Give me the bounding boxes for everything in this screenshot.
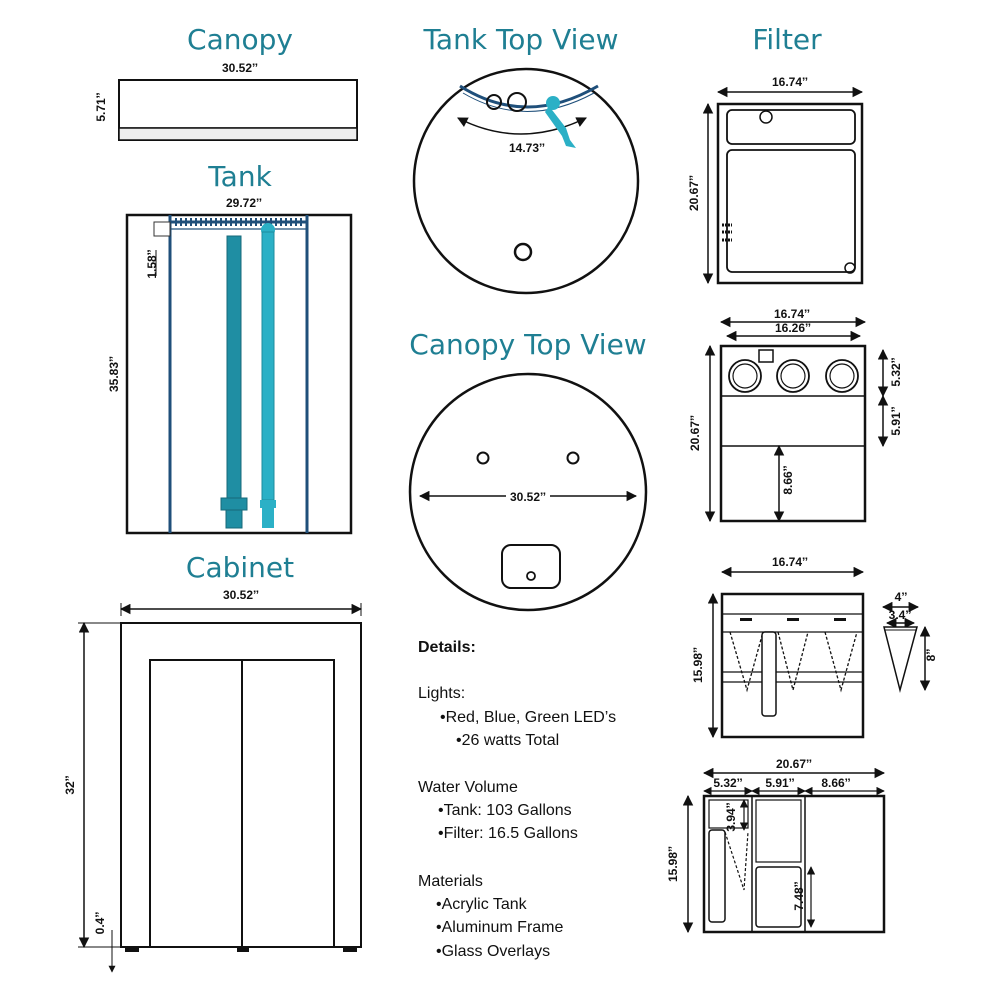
filter-view-4 xyxy=(702,794,886,934)
filter2-height-label: 20.67ˮ xyxy=(688,415,702,451)
materials-item-1: •Acrylic Tank xyxy=(436,896,528,913)
filter4-height-label: 15.98ˮ xyxy=(666,846,680,882)
cabinet-width-label: 30.52ˮ xyxy=(223,588,259,602)
filter4-inner-label: 3.94ˮ xyxy=(724,802,738,831)
canopy-drawing xyxy=(118,79,358,141)
filter4-right-label: 7.48ˮ xyxy=(792,881,806,910)
cabinet-heading: Cabinet xyxy=(186,551,294,584)
water-label: Water Volume xyxy=(418,779,518,796)
cabinet-foot-label: 0.4ˮ xyxy=(93,912,107,935)
tank-height-label: 35.83ˮ xyxy=(107,356,121,392)
filter-heading: Filter xyxy=(752,23,822,56)
cabinet-height-label: 32ˮ xyxy=(63,775,77,794)
cone-detail xyxy=(881,601,931,693)
filter1-width-label: 16.74ˮ xyxy=(772,75,808,89)
filter2-inner-width-label: 16.26ˮ xyxy=(775,321,811,335)
tank-top-view-drawing xyxy=(412,67,640,295)
cabinet-drawing xyxy=(120,622,362,952)
materials-label: Materials xyxy=(418,873,483,890)
water-item-2: •Filter: 16.5 Gallons xyxy=(438,825,578,842)
tank-drawing xyxy=(125,213,353,535)
materials-item-3: •Glass Overlays xyxy=(436,943,550,960)
water-item-1: •Tank: 103 Gallons xyxy=(438,802,572,819)
filter-view-3 xyxy=(720,592,865,739)
materials-item-2: •Aluminum Frame xyxy=(436,919,564,936)
filter2-mid-label: 5.91ˮ xyxy=(889,406,903,435)
tank-heading: Tank xyxy=(207,160,272,193)
details-block: Details: Lights: •Red, Blue, Green LED’s… xyxy=(418,639,616,960)
filter-view-1 xyxy=(716,102,864,285)
lights-item-1: •Red, Blue, Green LED’s xyxy=(440,709,616,726)
canopy-height-label: 5.71ˮ xyxy=(94,92,108,121)
cone-height-label: 8ˮ xyxy=(924,649,938,662)
filter4-seg3-label: 8.66ˮ xyxy=(821,776,850,790)
canopy-top-view-heading: Canopy Top View xyxy=(409,328,646,361)
tank-top-view-heading: Tank Top View xyxy=(422,23,618,56)
filter4-total-label: 20.67ˮ xyxy=(776,757,812,771)
details-title: Details: xyxy=(418,639,476,656)
filter-view-2 xyxy=(719,344,867,523)
canopy-heading: Canopy xyxy=(187,23,293,56)
tank-top-gap-label: 1.58ˮ xyxy=(145,249,159,278)
tank-top-arc-label: 14.73ˮ xyxy=(509,141,545,155)
filter4-seg2-label: 5.91ˮ xyxy=(765,776,794,790)
cone-top-label: 4ˮ xyxy=(895,590,908,604)
tank-width-label: 29.72ˮ xyxy=(226,196,262,210)
canopy-width-label: 30.52ˮ xyxy=(222,61,258,75)
lights-label: Lights: xyxy=(418,685,465,702)
filter2-width-label: 16.74ˮ xyxy=(774,307,810,321)
filter3-width-label: 16.74ˮ xyxy=(772,555,808,569)
filter2-top-label: 5.32ˮ xyxy=(889,357,903,386)
filter4-seg1-label: 5.32ˮ xyxy=(713,776,742,790)
cone-inner-label: 3.4ˮ xyxy=(889,608,912,622)
filter1-height-label: 20.67ˮ xyxy=(687,175,701,211)
filter2-low-label: 8.66ˮ xyxy=(781,465,795,494)
canopy-top-width-label: 30.52ˮ xyxy=(510,490,546,504)
filter3-height-label: 15.98ˮ xyxy=(691,647,705,683)
lights-item-2: •26 watts Total xyxy=(456,732,559,749)
